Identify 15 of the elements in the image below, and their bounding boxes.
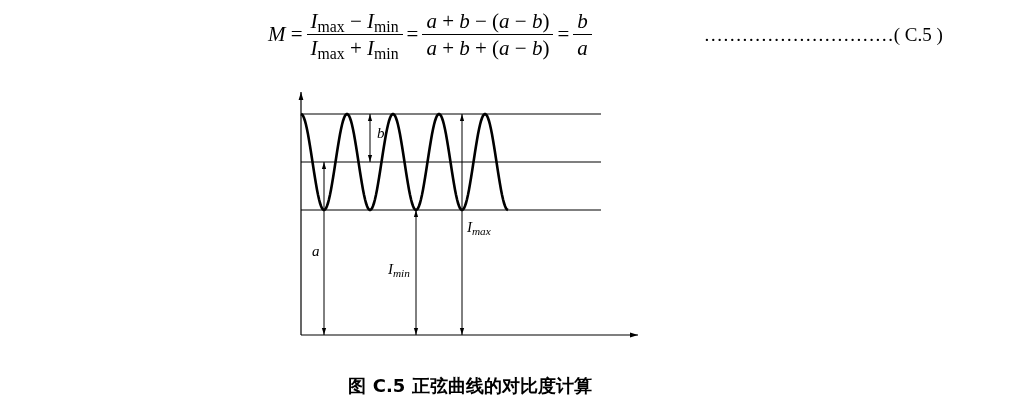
dimension-label: I$_{min}$	[388, 261, 410, 277]
dimension-label: b	[377, 125, 385, 141]
formula-numerator: I$_{max}$ − I$_{min}$	[309, 8, 400, 35]
dimension-label: I$_{max}$	[467, 219, 491, 235]
formula-text: M =	[268, 21, 303, 48]
formula-denominator: a	[576, 35, 589, 62]
formula-denominator: I$_{max}$ + I$_{min}$	[309, 35, 400, 62]
formula-text: =	[557, 21, 570, 48]
formula-text: =	[406, 21, 419, 48]
figure-caption: 图 C.5 正弦曲线的对比度计算	[348, 374, 592, 398]
formula-denominator: a + b + (a − b)	[425, 35, 551, 62]
formula-numerator: b	[576, 8, 589, 35]
formula-numerator: a + b − (a − b)	[425, 8, 551, 35]
dimension-label: a	[312, 243, 320, 259]
equation-number: …………………………( C.5 )	[703, 22, 943, 47]
